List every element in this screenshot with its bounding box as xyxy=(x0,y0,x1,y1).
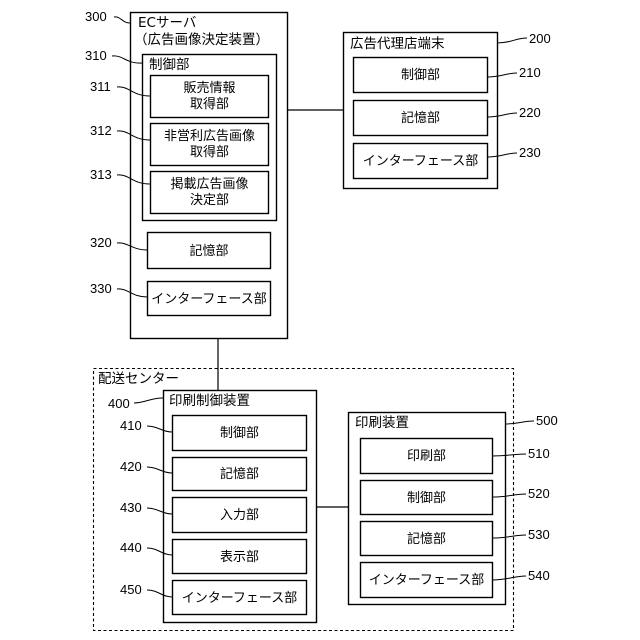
print-control-display-label: 表示部 xyxy=(220,550,259,565)
printing-device: 印刷装置 500 印刷部 510 制御部 520 記憶部 530 xyxy=(349,413,558,605)
sales-info-acquisition-label-line2: 取得部 xyxy=(190,96,229,112)
printing-device-interface-unit: インターフェース部 540 xyxy=(361,563,550,598)
nonprofit-ad-image-acquisition-label-line2: 取得部 xyxy=(190,144,229,160)
ec-server-leader xyxy=(114,17,130,23)
ad-agency-terminal-leader xyxy=(497,38,527,43)
ad-agency-storage-ref: 220 xyxy=(519,105,541,120)
ad-agency-control-unit: 制御部 210 xyxy=(354,58,541,93)
ad-agency-terminal: 広告代理店端末 200 制御部 210 記憶部 220 インターフェース部 23… xyxy=(344,31,551,189)
nonprofit-ad-image-acquisition-ref: 312 xyxy=(90,123,112,138)
printing-device-control-ref: 520 xyxy=(528,486,550,501)
published-ad-image-decision-ref: 313 xyxy=(90,167,112,182)
print-control-device-leader xyxy=(134,398,163,403)
print-control-interface-label: インターフェース部 xyxy=(182,591,298,606)
printing-device-interface-label: インターフェース部 xyxy=(369,573,485,588)
ec-interface-unit: インターフェース部 330 xyxy=(90,281,271,316)
print-control-control-label: 制御部 xyxy=(220,426,259,441)
sales-info-acquisition-label-line1: 販売情報 xyxy=(183,80,235,96)
print-control-control-ref: 410 xyxy=(120,418,142,433)
printing-device-interface-ref: 540 xyxy=(528,568,550,583)
nonprofit-ad-image-acquisition-unit: 非営利広告画像 取得部 312 xyxy=(90,123,269,166)
published-ad-image-decision-unit: 掲載広告画像 決定部 313 xyxy=(90,167,269,214)
printing-device-control-unit: 制御部 520 xyxy=(361,481,550,515)
ec-interface-label: インターフェース部 xyxy=(151,292,267,307)
print-control-storage-label: 記憶部 xyxy=(220,466,259,482)
nonprofit-ad-image-acquisition-label-line1: 非営利広告画像 xyxy=(164,129,255,144)
ad-agency-storage-unit: 記憶部 220 xyxy=(354,101,541,136)
published-ad-image-decision-label-line1: 掲載広告画像 xyxy=(170,176,248,192)
printing-unit-ref: 510 xyxy=(528,446,550,461)
ec-interface-ref: 330 xyxy=(90,281,112,296)
ad-agency-control-ref: 210 xyxy=(519,65,541,80)
print-control-input-label: 入力部 xyxy=(220,508,259,523)
print-control-display-ref: 440 xyxy=(120,540,142,555)
print-control-interface-unit: インターフェース部 450 xyxy=(120,581,307,615)
ec-server-title: ECサーバ xyxy=(138,15,196,31)
sales-info-acquisition-ref: 311 xyxy=(90,79,111,94)
ec-server-subtitle: （広告画像決定装置） xyxy=(134,32,269,48)
printing-device-ref: 500 xyxy=(536,413,558,428)
printing-unit: 印刷部 510 xyxy=(361,439,550,474)
sales-info-acquisition-unit: 販売情報 取得部 311 xyxy=(90,76,269,118)
printing-unit-label: 印刷部 xyxy=(407,449,446,464)
print-control-interface-ref: 450 xyxy=(120,582,142,597)
printing-device-title: 印刷装置 xyxy=(355,415,409,431)
printing-device-storage-ref: 530 xyxy=(528,527,550,542)
printing-device-storage-unit: 記憶部 530 xyxy=(361,522,550,556)
ec-server-ref: 300 xyxy=(85,9,107,24)
delivery-center: 配送センター 印刷制御装置 400 制御部 410 記憶部 420 入力部 xyxy=(94,369,558,631)
print-control-device-ref: 400 xyxy=(108,396,130,411)
print-control-device-title: 印刷制御装置 xyxy=(169,393,250,409)
ec-control-unit: 制御部 310 販売情報 取得部 311 非営利広告画像 取得部 312 掲載広… xyxy=(85,48,277,221)
published-ad-image-decision-label-line2: 決定部 xyxy=(190,193,229,208)
printing-device-control-label: 制御部 xyxy=(407,491,446,506)
ec-storage-unit: 記憶部 320 xyxy=(90,233,271,269)
printing-device-leader xyxy=(505,421,534,424)
ec-storage-ref: 320 xyxy=(90,235,112,250)
print-control-input-ref: 430 xyxy=(120,500,142,515)
ad-agency-terminal-title: 広告代理店端末 xyxy=(350,36,445,52)
ad-agency-storage-label: 記憶部 xyxy=(401,110,440,126)
delivery-center-title: 配送センター xyxy=(98,371,179,387)
printing-device-storage-label: 記憶部 xyxy=(407,531,446,547)
ad-agency-interface-unit: インターフェース部 230 xyxy=(354,144,541,179)
ec-control-label: 制御部 xyxy=(149,57,190,73)
ec-server: ECサーバ （広告画像決定装置） 300 制御部 310 販売情報 取得部 31… xyxy=(85,9,288,339)
ad-agency-interface-label: インターフェース部 xyxy=(363,154,479,169)
print-control-storage-unit: 記憶部 420 xyxy=(120,458,307,491)
ec-control-ref: 310 xyxy=(85,48,107,63)
ad-agency-interface-ref: 230 xyxy=(519,145,541,160)
print-control-storage-ref: 420 xyxy=(120,459,142,474)
print-control-input-unit: 入力部 430 xyxy=(120,498,307,533)
print-control-device: 印刷制御装置 400 制御部 410 記憶部 420 入力部 430 xyxy=(108,391,317,623)
ec-storage-label: 記憶部 xyxy=(189,243,228,259)
print-control-display-unit: 表示部 440 xyxy=(120,540,307,574)
ad-agency-terminal-ref: 200 xyxy=(529,31,551,46)
print-control-control-unit: 制御部 410 xyxy=(120,416,307,451)
ad-agency-control-label: 制御部 xyxy=(401,68,440,83)
